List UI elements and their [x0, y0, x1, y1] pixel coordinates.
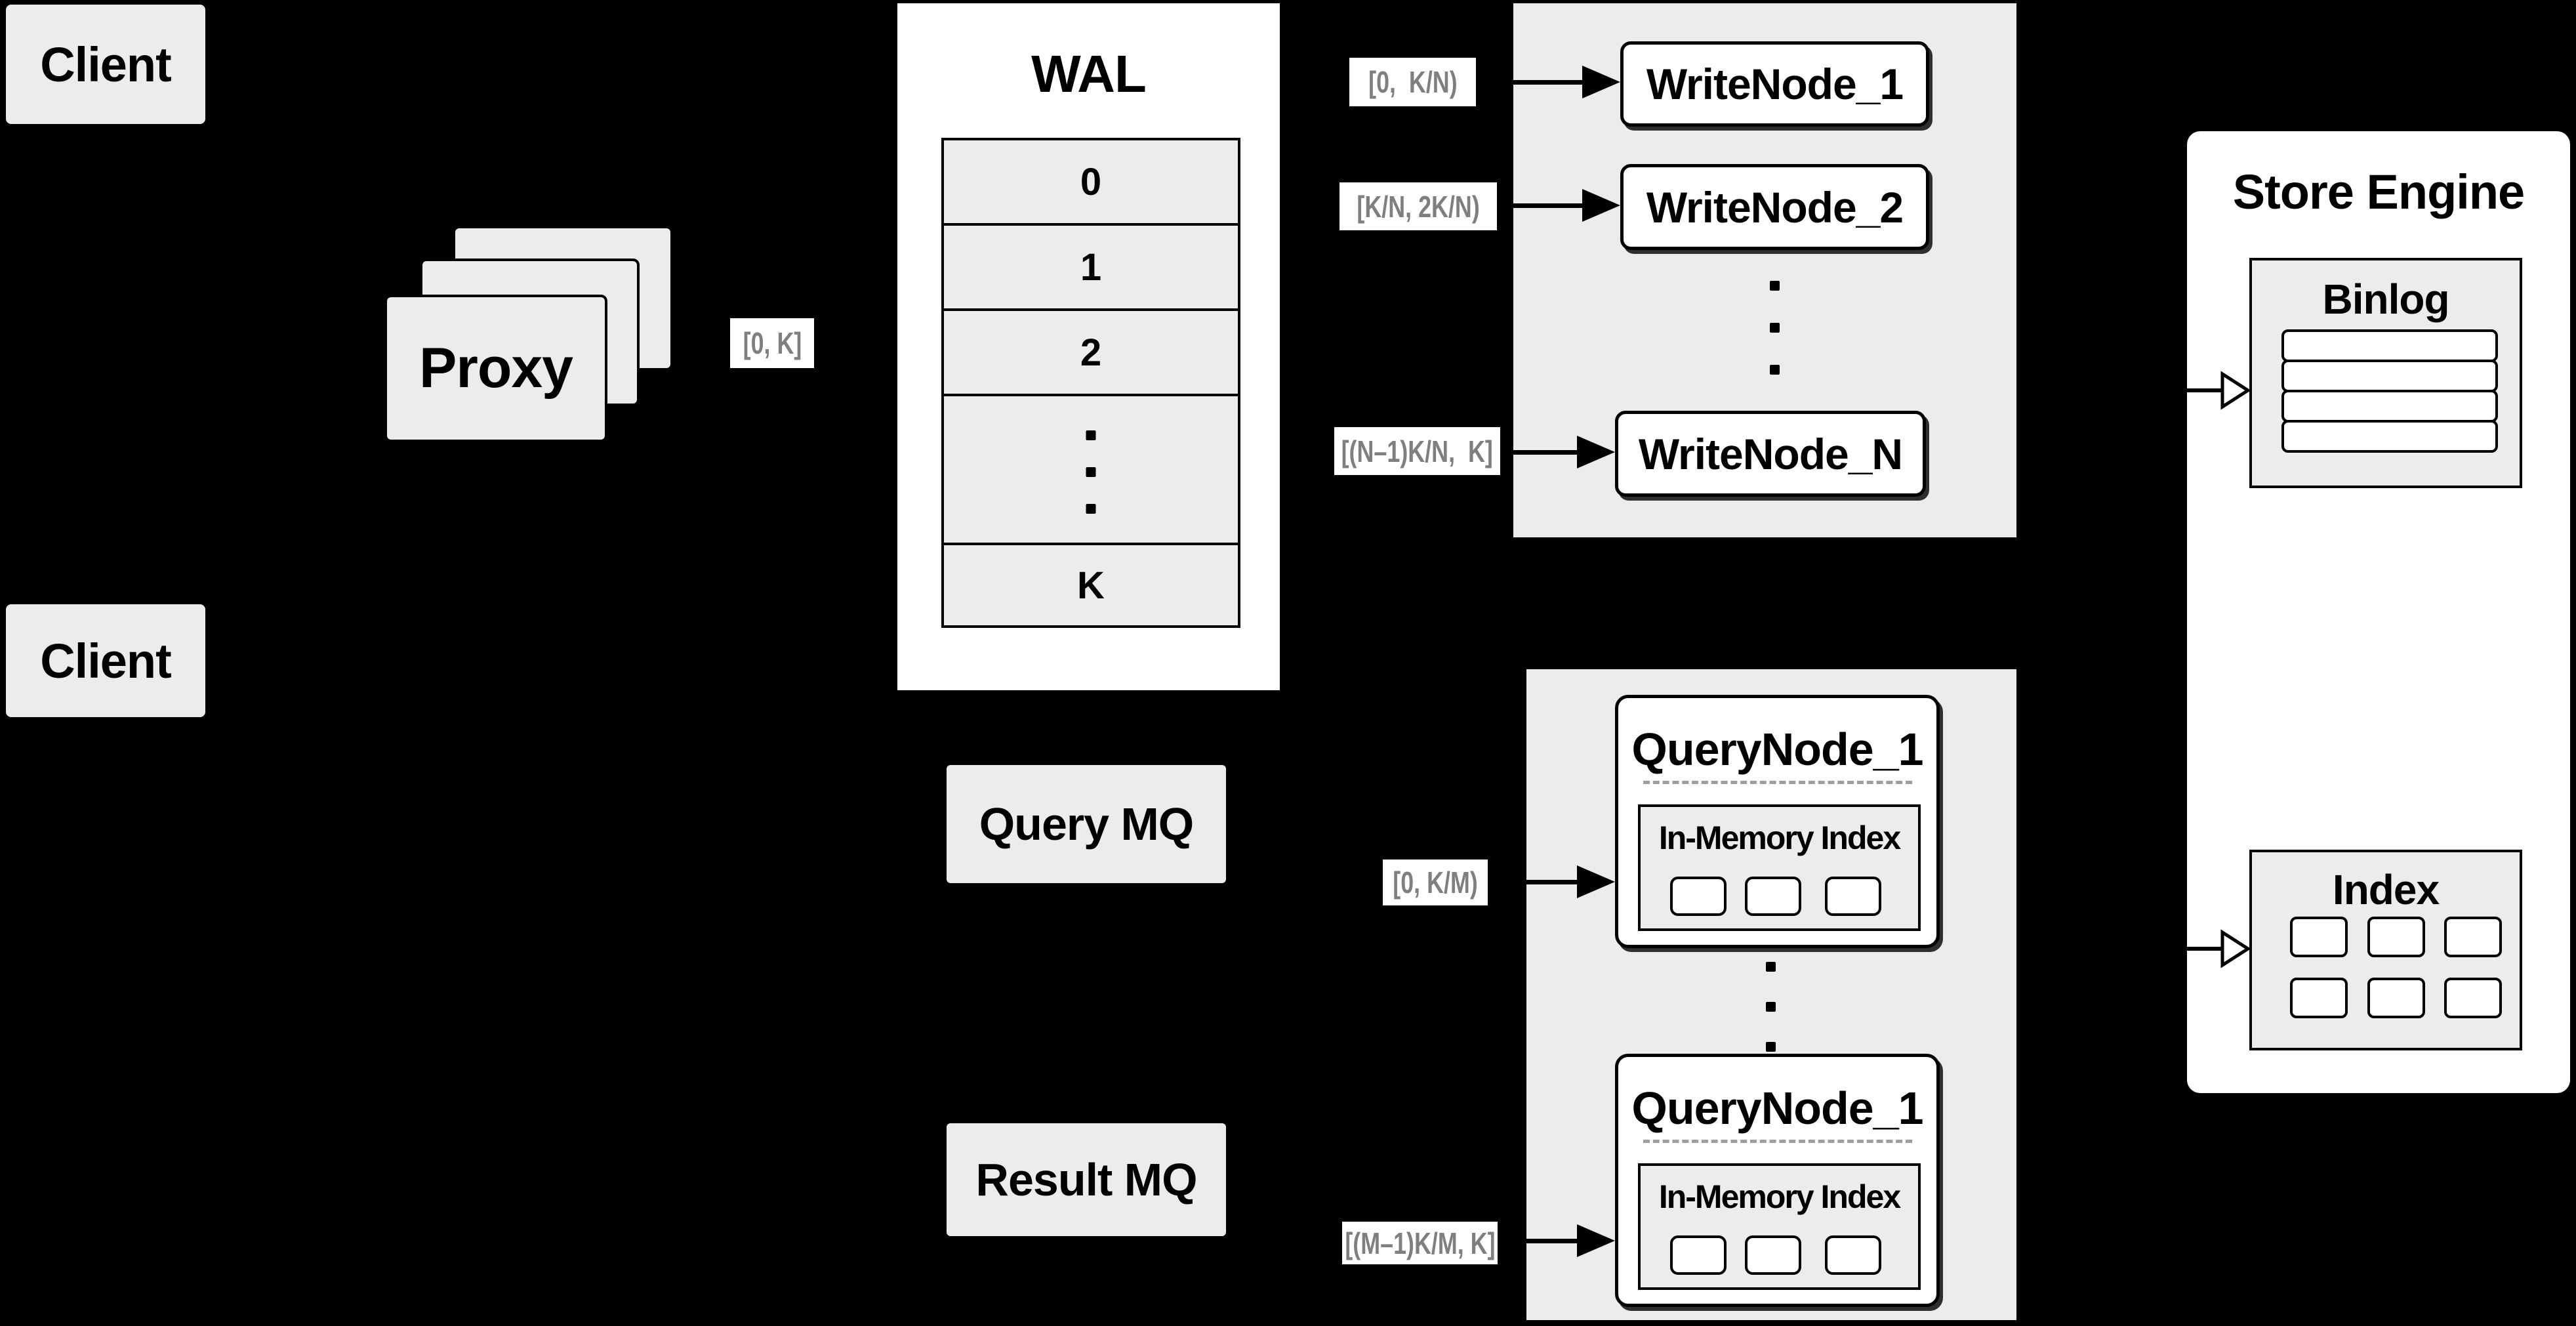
query-node-title: QueryNode_1: [1631, 1083, 1923, 1134]
in-memory-index-title: In-Memory Index: [1658, 1178, 1901, 1215]
result-mq-box: Result MQ: [947, 1123, 1226, 1236]
index-box: Index: [2249, 850, 2522, 1050]
store-engine-title: Store Engine: [2232, 165, 2525, 219]
client-label: Client: [40, 633, 172, 688]
range-label-query-m: [(M–1)K/M, K]: [1342, 1222, 1498, 1264]
index-cell: [2444, 978, 2502, 1018]
ellipsis-dot: [1770, 365, 1780, 375]
arrow-to-index: [2171, 947, 2225, 951]
ellipsis-dot: [1086, 467, 1096, 477]
binlog-row: [2281, 329, 2498, 362]
wal-row: 0: [941, 138, 1240, 226]
binlog-row: [2281, 360, 2498, 392]
in-memory-index-box: In-Memory Index: [1638, 1163, 1921, 1290]
dashed-divider: [1643, 1140, 1912, 1143]
memory-segment: [1825, 1235, 1881, 1275]
client-label: Client: [40, 37, 172, 92]
range-label-write-1: [0, K/N): [1349, 58, 1476, 106]
index-cell: [2367, 978, 2425, 1018]
arrowhead-icon: [1577, 865, 1615, 898]
index-cell: [2367, 917, 2425, 957]
binlog-row: [2281, 420, 2498, 453]
index-cell: [2290, 978, 2348, 1018]
index-title: Index: [2332, 866, 2440, 913]
arrowhead-icon: [1582, 66, 1620, 98]
in-memory-index-box: In-Memory Index: [1638, 804, 1921, 931]
wal-title: WAL: [1031, 45, 1147, 103]
ellipsis-dot: [1770, 323, 1780, 333]
range-label-write-n: [(N–1)K/N, K]: [1334, 427, 1500, 475]
query-node-top-box: QueryNode_1 In-Memory Index: [1615, 695, 1940, 948]
query-node-title: QueryNode_1: [1631, 724, 1923, 775]
ellipsis-dot: [1770, 281, 1780, 291]
arrow-to-querynode-top: [1489, 880, 1578, 884]
query-mq-box: Query MQ: [947, 765, 1226, 883]
binlog-title: Binlog: [2322, 276, 2449, 323]
wal-box: WAL 0 1 2 K: [897, 3, 1280, 690]
binlog-box: Binlog: [2249, 258, 2522, 488]
query-node-bottom-box: QueryNode_1 In-Memory Index: [1615, 1054, 1940, 1307]
open-arrowhead-icon: [2220, 371, 2251, 410]
arrowhead-icon: [1577, 1224, 1615, 1257]
arrow-to-writenode-1: [1476, 80, 1586, 85]
store-engine-box: Store Engine Binlog Index: [2187, 131, 2570, 1093]
client-box-bottom: Client: [6, 604, 205, 717]
range-label-write-2: [K/N, 2K/N): [1339, 182, 1497, 230]
memory-segment: [1670, 877, 1727, 916]
write-node-n-box: WriteNode_N: [1615, 411, 1926, 497]
range-label-query-1: [0, K/M): [1383, 860, 1488, 905]
client-box-top: Client: [6, 5, 205, 124]
arrow-to-writenode-n: [1500, 450, 1582, 455]
memory-segment: [1745, 1235, 1801, 1275]
memory-segment: [1745, 877, 1801, 916]
arrow-to-writenode-2: [1497, 203, 1586, 208]
proxy-label: Proxy: [419, 337, 573, 400]
wal-row: 1: [941, 223, 1240, 311]
memory-segment: [1670, 1235, 1727, 1275]
write-node-1-box: WriteNode_1: [1620, 41, 1929, 127]
open-arrowhead-icon: [2220, 929, 2251, 968]
index-cell: [2444, 917, 2502, 957]
write-node-2-box: WriteNode_2: [1620, 164, 1929, 250]
in-memory-index-title: In-Memory Index: [1658, 819, 1901, 856]
ellipsis-dot: [1766, 1042, 1776, 1052]
arrowhead-icon: [1582, 189, 1620, 222]
memory-segment: [1825, 877, 1881, 916]
index-cell: [2290, 917, 2348, 957]
ellipsis-dot: [1766, 962, 1776, 972]
arrow-to-binlog: [2171, 388, 2225, 392]
arrowhead-icon: [1577, 436, 1615, 468]
ellipsis-dot: [1766, 1002, 1776, 1012]
wal-row: K: [941, 543, 1240, 628]
proxy-card-front: Proxy: [384, 295, 607, 442]
ellipsis-dot: [1086, 430, 1096, 440]
range-label-proxy-out: [0, K]: [730, 318, 814, 368]
ellipsis-dot: [1086, 504, 1096, 514]
wal-row: 2: [941, 308, 1240, 396]
wal-ellipsis-row: [941, 394, 1240, 545]
dashed-divider: [1643, 781, 1912, 784]
binlog-row: [2281, 390, 2498, 423]
arrow-to-querynode-bottom: [1499, 1239, 1578, 1243]
